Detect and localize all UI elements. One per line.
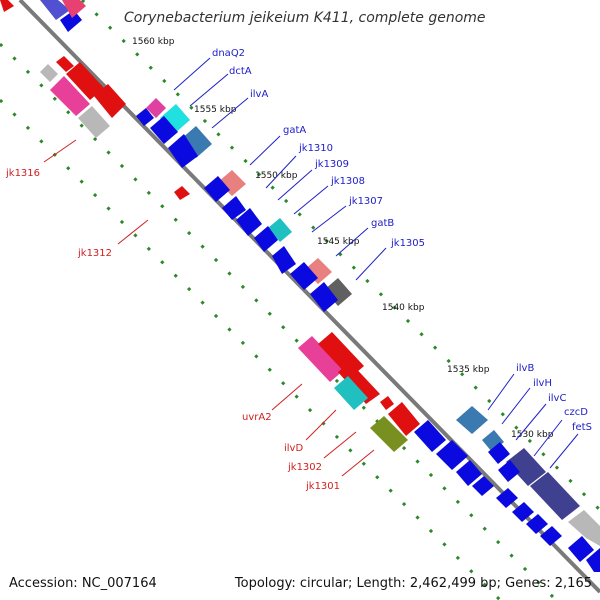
gene-label: uvrA2 [242,412,272,423]
gene-label: jk1307 [348,196,383,207]
gene-label: ilvD [284,443,303,454]
gene-label: gatA [283,125,306,136]
gene-label: ilvA [250,89,268,100]
gene-label: jk1308 [330,176,365,187]
gene-label: jk1305 [390,238,425,249]
gene-label: czcD [564,407,588,418]
gene-arrows-backbone [136,108,600,572]
gene-label: jk1316 [5,168,40,179]
gene-arrow [498,460,520,482]
gene-arrow [586,548,600,572]
gene-label: dnaQ2 [212,48,245,59]
gene-label: ilvH [533,378,552,389]
gene-arrow [236,208,262,236]
gene-arrow [380,396,394,410]
gene-arrow [370,416,408,452]
gene-arrow [150,116,178,144]
gene-arrow [540,526,562,546]
gene-label: jk1310 [298,143,333,154]
gene-arrow [456,460,482,486]
gene-label: ilvC [548,393,566,404]
blue-gene-labels: dnaQ2 dctA ilvA gatA jk1310 jk1309 jk130… [212,48,592,433]
gene-arrow [146,98,166,118]
scale-label: 1545 kbp [317,237,360,247]
scale-label: 1555 kbp [194,105,237,115]
scale-label: 1560 kbp [132,37,175,47]
gene-arrow [568,536,594,562]
gene-label: fetS [572,422,592,433]
gene-arrow [56,56,74,72]
gene-label: jk1302 [287,462,322,473]
gene-arrow [60,10,82,32]
gene-arrow [488,442,510,464]
gene-arrow [512,502,534,522]
gene-arrow [40,0,70,20]
map-title: Corynebacterium jeikeium K411, complete … [124,10,486,26]
scale-label: 1550 kbp [255,171,298,181]
gene-arrow [94,84,126,118]
red-leader-lines [43,139,375,477]
gene-label: jk1312 [77,248,112,259]
gene-arrow [338,362,380,404]
gene-arrow [324,278,352,306]
gene-label: ilvB [516,363,534,374]
blue-leader-lines [173,57,579,469]
gene-arrow [496,488,518,508]
gene-arrow [414,420,446,452]
gene-arrow [456,406,488,434]
gene-arrow [268,218,292,242]
gene-arrow [174,186,190,200]
gene-arrow [222,196,246,220]
gene-label: jk1309 [314,159,349,170]
scale-label: 1535 kbp [447,365,490,375]
gene-arrow [62,0,86,18]
gene-arrow [304,258,332,284]
scale-label: 1530 kbp [511,430,554,440]
gene-arrow [310,282,338,312]
gene-arrow [388,402,420,436]
scale-label: 1540 kbp [382,303,425,313]
gene-arrow [530,472,580,520]
red-gene-labels: jk1316 jk1312 uvrA2 ilvD jk1302 jk1301 [5,168,340,492]
accession-text: Accession: NC_007164 [9,576,157,591]
gene-arrow [290,262,318,290]
gene-arrow [66,62,104,100]
gene-arrows-upper [40,0,600,546]
scale-labels: 1560 kbp 1555 kbp 1550 kbp 1545 kbp 1540… [132,37,554,440]
gene-arrow [0,0,14,12]
gene-arrow [218,170,246,196]
gene-arrow [168,134,198,168]
gene-label: gatB [371,218,394,229]
gene-arrow [180,126,212,158]
gene-arrow [40,64,58,82]
gene-arrow [50,76,90,116]
gene-arrow [334,376,368,410]
gene-arrow [506,448,546,486]
gene-arrow [254,226,278,252]
gene-arrow [78,106,110,138]
gene-arrow [526,514,548,534]
gene-arrow [136,108,154,126]
gene-arrows-lower [0,0,420,452]
gene-label: dctA [229,66,252,77]
genome-summary-text: Topology: circular; Length: 2,462,499 bp… [234,576,592,591]
gene-arrow [204,176,230,202]
gene-arrow [272,246,296,274]
gene-arrow [568,510,600,546]
gene-label: jk1301 [305,481,340,492]
gene-arrow [436,440,468,470]
gene-arrow [298,336,344,382]
gene-arrow [472,476,494,496]
